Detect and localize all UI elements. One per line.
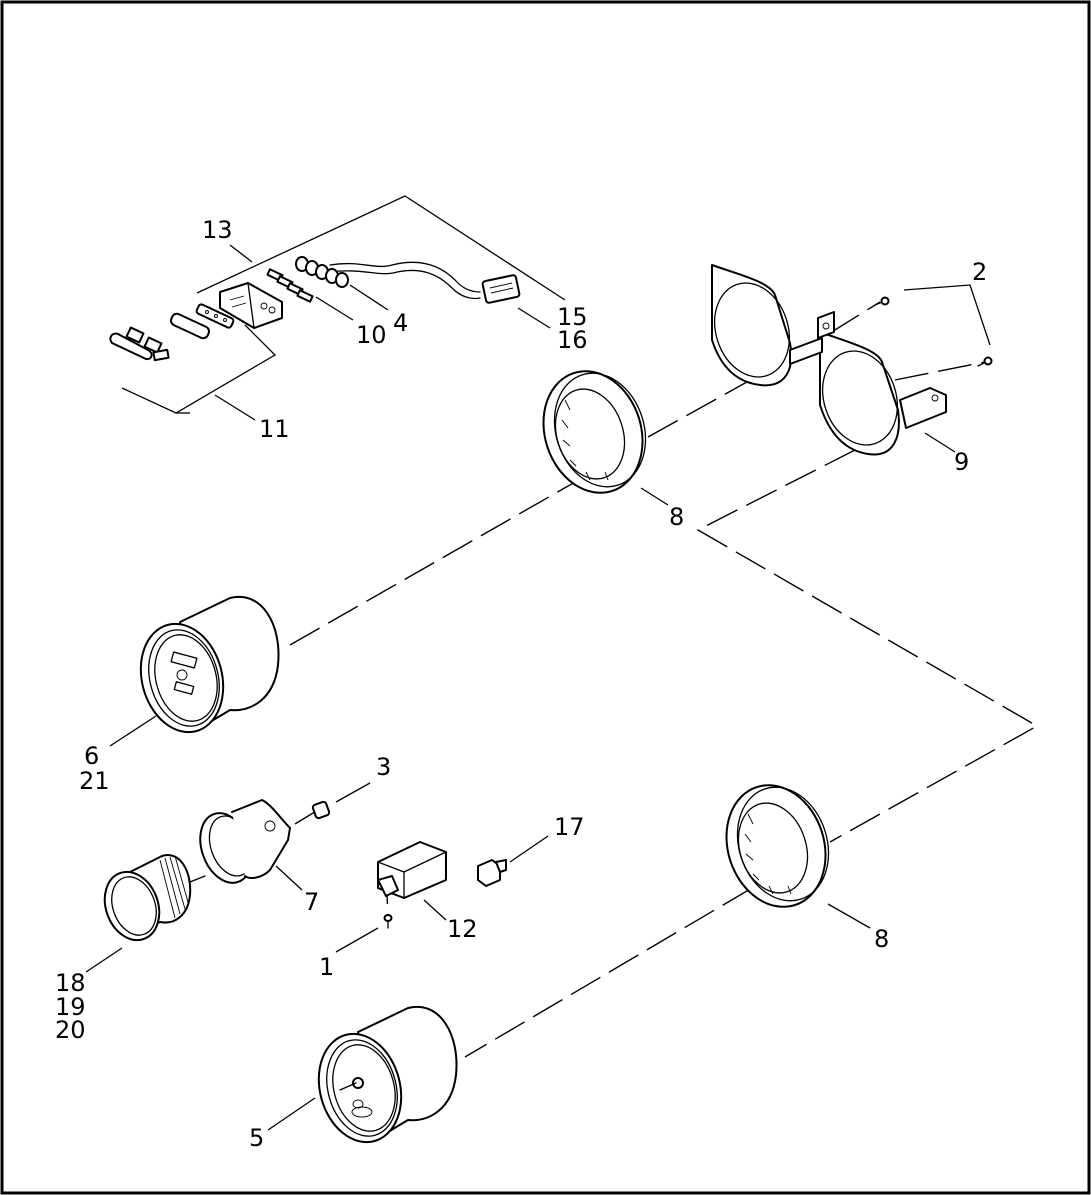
wiring-harness-group [196, 195, 566, 304]
callout-21: 21 [79, 767, 110, 795]
nut [311, 800, 331, 820]
callout-9: 9 [954, 448, 969, 476]
callout-labels: 13 4 10 15 16 11 2 9 8 6 21 3 17 7 12 8 … [55, 216, 987, 1152]
gauge-speedometer [317, 1005, 458, 1144]
connector-seals-group [109, 303, 277, 414]
callout-10: 10 [356, 321, 387, 349]
callout-3: 3 [376, 753, 391, 781]
gauge-voltmeter [139, 595, 280, 734]
callout-11: 11 [259, 415, 290, 443]
gauge-mounting-bracket [711, 264, 947, 456]
gauge-gasket-upper [542, 370, 647, 494]
harness-end-connector [481, 274, 521, 304]
callout-8-lower: 8 [874, 925, 889, 953]
pin-terminals [266, 268, 314, 303]
callout-16: 16 [557, 326, 588, 354]
callout-4: 4 [393, 309, 408, 337]
module-screw [383, 914, 393, 929]
plug [477, 859, 507, 887]
callout-5: 5 [249, 1124, 264, 1152]
callout-2: 2 [972, 258, 987, 286]
connector-housing [219, 282, 283, 329]
bracket-screws [874, 296, 993, 367]
callout-6: 6 [84, 742, 99, 770]
gauge-gasket-lower [725, 784, 830, 908]
callout-12: 12 [447, 915, 478, 943]
mini-gauge-cup [199, 799, 291, 884]
leader-lines [85, 244, 991, 1131]
mini-gauge [103, 854, 206, 942]
electronic-module [377, 841, 447, 899]
callout-7: 7 [304, 888, 319, 916]
harness-cable [329, 261, 481, 293]
callout-20: 20 [55, 1016, 86, 1044]
callout-18: 18 [55, 969, 86, 997]
callout-15: 15 [557, 303, 588, 331]
callout-13: 13 [202, 216, 233, 244]
callout-1: 1 [319, 953, 334, 981]
callout-19: 19 [55, 993, 86, 1021]
callout-8-upper: 8 [669, 503, 684, 531]
callout-17: 17 [554, 813, 585, 841]
harness-group-bracket [196, 195, 566, 301]
